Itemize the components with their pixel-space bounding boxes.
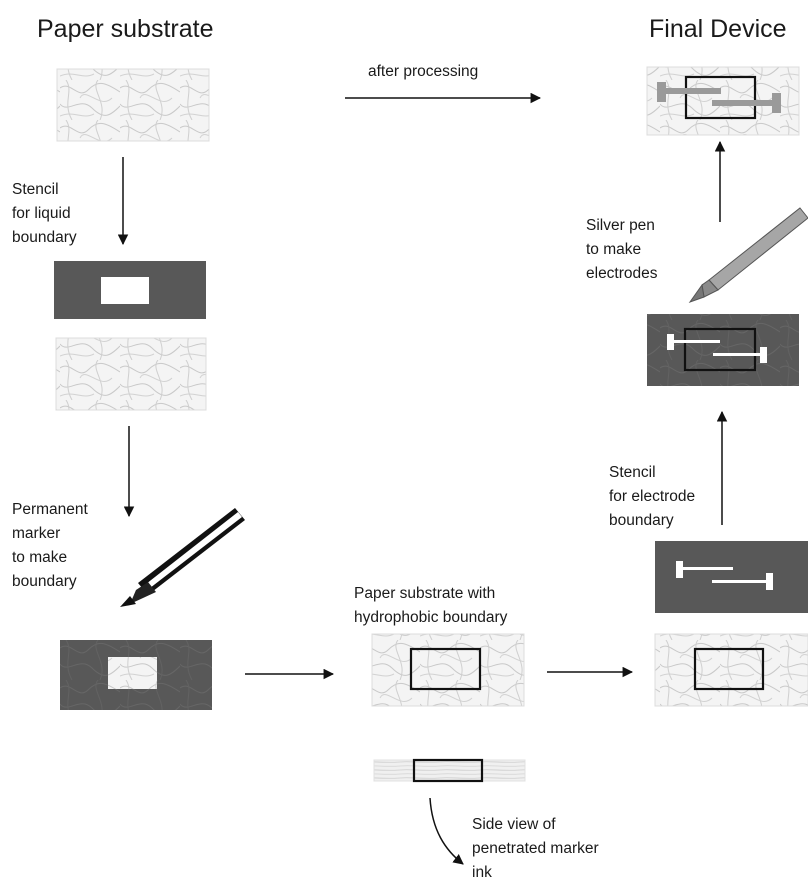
label-permanent-marker: Permanent marker to make boundary: [12, 501, 88, 590]
final-electrodes: [657, 82, 781, 113]
label-side-view: Side view of penetrated marker ink: [472, 816, 599, 881]
electrode-paint: [667, 334, 767, 363]
marker-pen-icon: [120, 508, 245, 607]
paper-boundary-right: [654, 633, 808, 707]
title-final-device: Final Device: [649, 15, 787, 43]
side-view-ink: [412, 758, 484, 783]
hydrophobic-boundary: [409, 647, 482, 691]
paper-under-stencil: [55, 337, 207, 411]
side-view-arrow: [429, 797, 464, 865]
label-after-processing: after processing: [368, 63, 479, 80]
title-paper-substrate: Paper substrate: [37, 15, 214, 43]
label-stencil-electrode: Stencil for electrode boundary: [609, 464, 696, 529]
side-view-paper: [373, 759, 526, 782]
paper-substrate: [56, 68, 210, 142]
stencil-on-paper-window: [108, 657, 157, 689]
label-hydrophobic-boundary: Paper substrate with hydrophobic boundar…: [354, 585, 508, 626]
label-silver-pen: Silver pen to make electrodes: [586, 217, 658, 282]
label-stencil-liquid: Stencil for liquid boundary: [12, 181, 77, 246]
liquid-stencil-window: [101, 277, 149, 304]
hydrophobic-paper: [371, 633, 525, 707]
boundary-middle: [683, 327, 757, 372]
silver-pen-icon: [688, 207, 808, 304]
boundary-right: [693, 647, 765, 691]
electrode-stencil-cutouts: [676, 561, 773, 590]
final-boundary: [684, 75, 757, 120]
